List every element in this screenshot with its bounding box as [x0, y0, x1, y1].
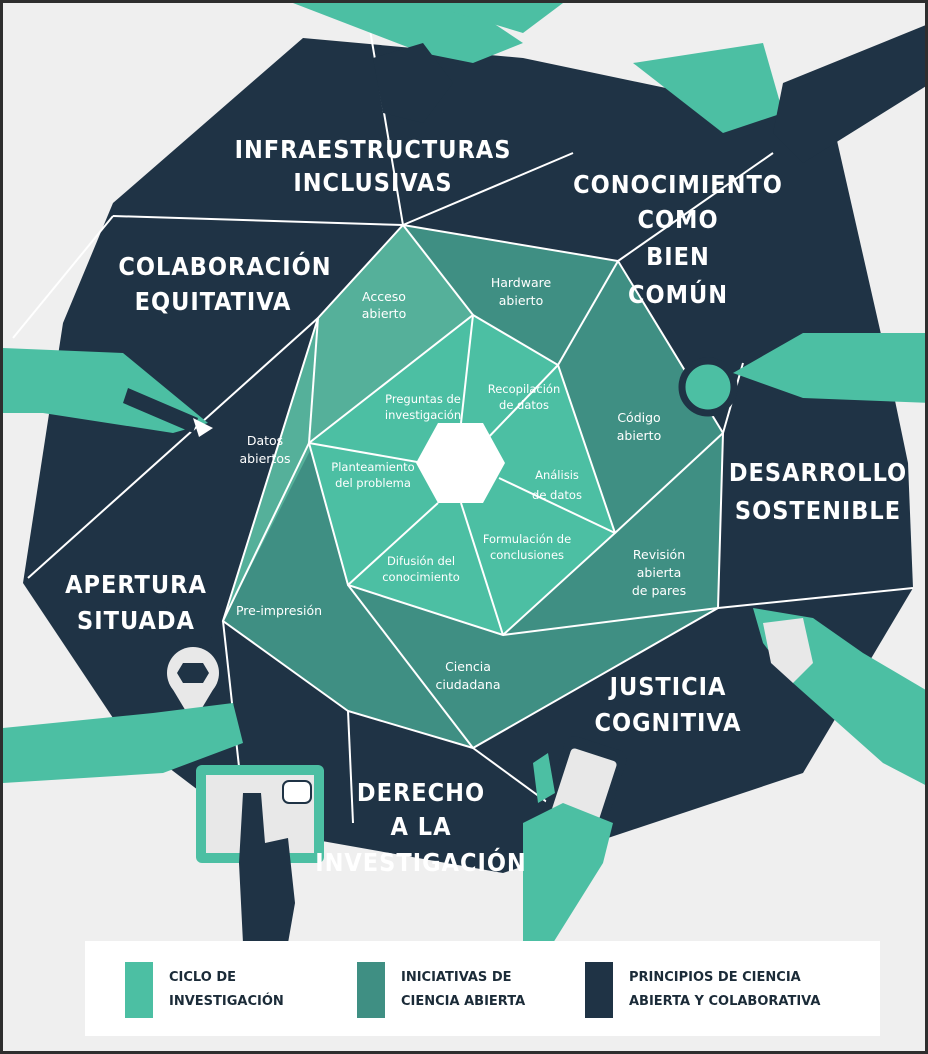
cycle-formulacion-line2: conclusiones [490, 548, 564, 562]
principle-derecho-line1: DERECHO [357, 778, 485, 807]
principle-justicia-line2: COGNITIVA [594, 708, 741, 737]
legend-swatch-principles [585, 962, 613, 1018]
initiative-hardware-line1: Hardware [491, 275, 552, 290]
principle-conocimiento-line2: COMO [637, 205, 718, 234]
legend: CICLO DE INVESTIGACIÓN INICIATIVAS DE CI… [85, 941, 880, 1036]
legend-swatch-initiatives [357, 962, 385, 1018]
initiative-acceso-line1: Acceso [362, 289, 406, 304]
principle-infraestructuras-line2: INCLUSIVAS [293, 168, 452, 197]
hand-icon [293, 3, 563, 123]
principle-derecho-line2: A LA [391, 812, 452, 841]
legend-label-cycle: CICLO DE INVESTIGACIÓN [169, 966, 284, 1014]
initiative-datos-line2: abiertos [240, 451, 291, 466]
principle-conocimiento-line3: BIEN [646, 242, 710, 271]
initiative-acceso-line2: abierto [362, 306, 406, 321]
cycle-difusion-line1: Difusión del [387, 554, 455, 568]
chat-bubble-icon [282, 780, 312, 804]
initiative-codigo-line2: abierto [617, 428, 661, 443]
cycle-recopilacion-line2: de datos [499, 398, 549, 412]
initiative-ciencia-line1: Ciencia [445, 659, 491, 674]
principle-derecho-line3: INVESTIGACIÓN [315, 847, 527, 877]
legend-cycle-line1: CICLO DE [169, 970, 236, 985]
initiative-codigo-line1: Código [617, 410, 660, 425]
principle-infraestructuras-line1: INFRAESTRUCTURAS [235, 135, 512, 164]
initiative-ciencia-line2: ciudadana [435, 677, 500, 692]
principle-apertura-line1: APERTURA [65, 570, 207, 599]
principle-justicia-line1: JUSTICIA [608, 672, 727, 701]
legend-initiatives-line2: CIENCIA ABIERTA [401, 994, 526, 1009]
tablet-icon [196, 765, 324, 943]
initiative-revision-line2: abierta [637, 565, 681, 580]
initiatives-ring-highlight [223, 225, 473, 621]
cycle-formulacion-line1: Formulación de [483, 532, 571, 546]
legend-principles-line1: PRINCIPIOS DE CIENCIA [629, 970, 801, 985]
hand-icon [753, 608, 925, 785]
cycle-preguntas-line2: investigación [385, 408, 461, 422]
principle-desarrollo-line1: DESARROLLO [729, 458, 907, 487]
initiative-hardware-line2: abierto [499, 293, 543, 308]
legend-cycle-line2: INVESTIGACIÓN [169, 994, 284, 1009]
megaphone-icon [633, 25, 925, 163]
location-pin-icon [3, 589, 243, 783]
cycle-analisis-line2: de datos [532, 488, 582, 502]
legend-principles-line2: ABIERTA Y COLABORATIVA [629, 994, 821, 1009]
legend-label-principles: PRINCIPIOS DE CIENCIA ABIERTA Y COLABORA… [629, 966, 820, 1014]
legend-initiatives-line1: INICIATIVAS DE [401, 970, 512, 985]
cycle-analisis-line1: Análisis [535, 468, 579, 482]
cycle-preguntas-line1: Preguntas de [385, 392, 461, 406]
cycle-difusion-line2: conocimiento [382, 570, 460, 584]
cycle-planteamiento-line2: del problema [335, 476, 411, 490]
principle-apertura-line2: SITUADA [77, 606, 195, 635]
legend-swatch-cycle [125, 962, 153, 1018]
pencil-icon [3, 348, 213, 437]
open-science-diagram: INFRAESTRUCTURAS INCLUSIVAS CONOCIMIENTO… [3, 3, 925, 943]
principle-desarrollo-line2: SOSTENIBLE [735, 496, 901, 525]
initiative-preimpresion: Pre-impresión [236, 603, 322, 618]
principle-colaboracion-line2: EQUITATIVA [135, 287, 292, 316]
cycle-planteamiento-line1: Planteamiento [331, 460, 414, 474]
principle-colaboracion-line1: COLABORACIÓN [118, 251, 331, 281]
magnifier-icon [678, 333, 925, 417]
principle-conocimiento-line1: CONOCIMIENTO [573, 170, 783, 199]
principle-conocimiento-line4: COMÚN [628, 279, 728, 309]
smartphone-icon [523, 736, 627, 943]
initiative-datos-line1: Datos [247, 433, 283, 448]
initiative-revision-line3: de pares [632, 583, 686, 598]
cycle-recopilacion-line1: Recopilación [488, 382, 561, 396]
legend-label-initiatives: INICIATIVAS DE CIENCIA ABIERTA [401, 966, 525, 1014]
center-hexagon [416, 423, 505, 503]
initiative-revision-line1: Revisión [633, 547, 685, 562]
